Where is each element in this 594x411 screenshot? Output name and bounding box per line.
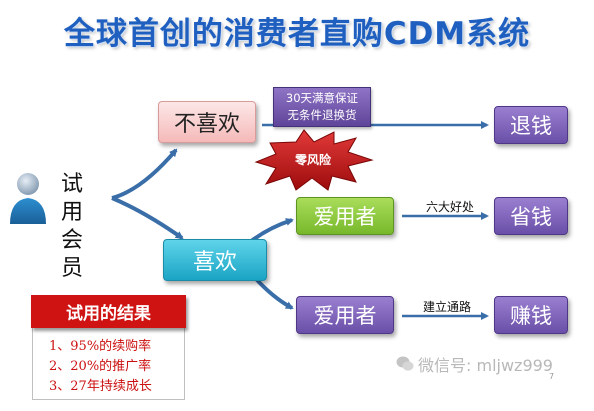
dislike-box: 不喜欢 bbox=[158, 101, 256, 143]
wechat-icon bbox=[396, 356, 414, 371]
results-item: 3、27年持续成长 bbox=[49, 379, 152, 394]
zero-risk-label: 零风险 bbox=[294, 152, 332, 167]
watermark: 微信号: mljwz999 bbox=[396, 352, 553, 376]
results-item: 2、20%的推广率 bbox=[49, 359, 152, 374]
person-icon bbox=[10, 173, 46, 224]
results-panel: 试用的结果 1、95%的续购率 2、20%的推广率 3、27年持续成长 bbox=[31, 295, 186, 400]
trial-member-label: 试用 会员 bbox=[52, 171, 92, 283]
user-save-box: 爱用者 bbox=[296, 197, 394, 235]
trial-member-line-2: 会员 bbox=[60, 228, 83, 281]
benefits-label: 六大好处 bbox=[425, 200, 474, 214]
page-number: 7 bbox=[549, 372, 555, 381]
page-title: 全球首创的消费者直购CDM系统 bbox=[63, 16, 531, 52]
trial-member-line-1: 试用 bbox=[60, 172, 83, 225]
guarantee-box: 30天满意保证 无条件退换货 bbox=[273, 87, 371, 127]
channel-label: 建立通路 bbox=[422, 300, 471, 314]
save-money-box: 省钱 bbox=[494, 197, 568, 235]
arrow-member-to-like bbox=[111, 196, 184, 240]
user-earn-box: 爱用者 bbox=[296, 296, 394, 334]
results-title: 试用的结果 bbox=[31, 295, 186, 328]
arrow-member-to-dislike bbox=[111, 148, 178, 200]
watermark-text: 微信号: mljwz999 bbox=[418, 356, 553, 375]
refund-box: 退钱 bbox=[494, 106, 568, 144]
results-item: 1、95%的续购率 bbox=[49, 339, 152, 354]
guarantee-line-2: 无条件退换货 bbox=[287, 108, 357, 122]
earn-money-box: 赚钱 bbox=[494, 296, 568, 334]
results-list: 1、95%的续购率 2、20%的推广率 3、27年持续成长 bbox=[49, 337, 152, 397]
like-box: 喜欢 bbox=[163, 239, 267, 281]
zero-risk-starburst bbox=[254, 129, 374, 191]
guarantee-line-1: 30天满意保证 bbox=[285, 91, 359, 105]
